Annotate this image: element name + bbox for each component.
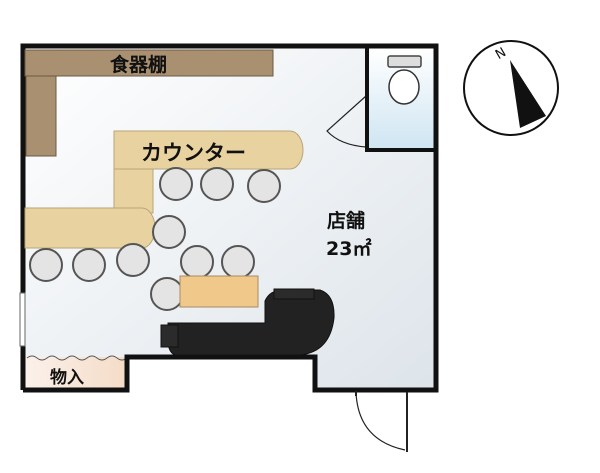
- stools: [29, 167, 281, 311]
- sofa-icon: [160, 288, 335, 356]
- stool: [200, 167, 234, 201]
- stool: [221, 245, 255, 279]
- counter: [24, 130, 304, 249]
- storage-label: 物入: [50, 367, 84, 388]
- stool: [150, 277, 184, 311]
- stool: [29, 248, 63, 282]
- toilet-icon: [387, 55, 422, 105]
- entrance-door-icon: [355, 391, 408, 452]
- window: [19, 292, 26, 347]
- storage-curtain: [26, 355, 128, 361]
- stool: [159, 167, 193, 201]
- stool: [180, 245, 214, 279]
- stool: [72, 248, 106, 282]
- storage-area: [25, 357, 125, 388]
- counter-label: カウンター: [141, 141, 246, 165]
- walls: [20, 43, 439, 393]
- stool: [116, 243, 150, 277]
- table: [179, 275, 259, 308]
- compass-icon: N: [463, 40, 559, 136]
- shelf-label: 食器棚: [110, 53, 167, 76]
- stool: [247, 169, 281, 203]
- toilet-door-icon: [326, 95, 367, 148]
- room-area: 23㎡: [326, 237, 371, 260]
- dish-shelf: [24, 49, 274, 157]
- room-name: 店舗: [327, 209, 365, 232]
- stool: [152, 215, 186, 249]
